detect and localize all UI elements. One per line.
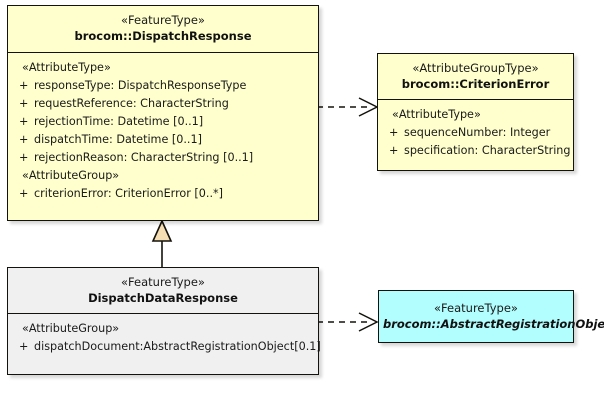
attribute-signature: specification: CharacterString xyxy=(404,144,571,157)
attribute-visibility: + xyxy=(19,79,29,92)
class-header-dispatch-response: «FeatureType» brocom::DispatchResponse xyxy=(8,6,318,52)
class-header-divider xyxy=(8,313,318,314)
attribute-row[interactable]: + rejectionTime: Datetime [0..1] xyxy=(12,113,314,131)
attribute-visibility: + xyxy=(389,144,399,157)
dependency-connector-criterion-error[interactable] xyxy=(315,95,385,119)
class-name: brocom::CriterionError xyxy=(401,77,550,91)
class-name: brocom::DispatchResponse xyxy=(74,29,252,43)
attribute-signature: responseType: DispatchResponseType xyxy=(34,79,247,92)
class-name: brocom::AbstractRegistrationObject xyxy=(383,317,604,331)
attribute-row[interactable]: + dispatchDocument:AbstractRegistrationO… xyxy=(12,338,321,356)
attribute-visibility: + xyxy=(19,133,29,146)
attribute-signature: sequenceNumber: Integer xyxy=(404,126,551,139)
generalization-connector[interactable] xyxy=(0,215,604,275)
class-header-divider xyxy=(378,99,573,100)
attribute-visibility: + xyxy=(19,340,29,353)
class-header-dispatch-data-response: «FeatureType» DispatchDataResponse xyxy=(8,268,318,313)
attribute-signature: rejectionReason: CharacterString [0..1] xyxy=(34,151,254,164)
attribute-signature: requestReference: CharacterString xyxy=(34,97,229,110)
class-header-abstract-registration-object: «FeatureType» brocom::AbstractRegistrati… xyxy=(379,291,604,342)
attribute-row[interactable]: + sequenceNumber: Integer xyxy=(382,124,569,142)
attribute-signature: dispatchTime: Datetime [0..1] xyxy=(34,133,202,146)
attribute-visibility: + xyxy=(19,115,29,128)
attribute-row[interactable]: + dispatchTime: Datetime [0..1] xyxy=(12,131,314,149)
attribute-row[interactable]: + rejectionReason: CharacterString [0..1… xyxy=(12,149,314,167)
attribute-row[interactable]: + requestReference: CharacterString xyxy=(12,95,314,113)
class-header-divider xyxy=(8,52,318,53)
class-stereotype: «AttributeGroupType» xyxy=(412,61,539,75)
attribute-signature: dispatchDocument:AbstractRegistrationObj… xyxy=(34,340,321,353)
attribute-visibility: + xyxy=(389,126,399,139)
class-stereotype: «FeatureType» xyxy=(434,301,518,315)
attribute-signature: rejectionTime: Datetime [0..1] xyxy=(34,115,204,128)
attribute-row[interactable]: + specification: CharacterString xyxy=(382,142,571,160)
class-box-dispatch-data-response[interactable]: «FeatureType» DispatchDataResponse «Attr… xyxy=(7,267,321,375)
attribute-row[interactable]: + criterionError: CriterionError [0..*] xyxy=(12,185,314,203)
attribute-group-label: «AttributeType» xyxy=(392,108,481,121)
dependency-connector-abstract-registration-object[interactable] xyxy=(315,310,385,334)
class-box-criterion-error[interactable]: «AttributeGroupType» brocom::CriterionEr… xyxy=(377,53,574,171)
class-attributes-dispatch-response: «AttributeType» + responseType: Dispatch… xyxy=(8,53,318,210)
class-header-criterion-error: «AttributeGroupType» brocom::CriterionEr… xyxy=(378,54,573,99)
class-attributes-criterion-error: «AttributeType» + sequenceNumber: Intege… xyxy=(378,100,573,167)
attribute-group-label: «AttributeType» xyxy=(22,61,111,74)
attribute-row[interactable]: + responseType: DispatchResponseType xyxy=(12,77,314,95)
class-stereotype: «FeatureType» xyxy=(121,275,205,289)
attribute-visibility: + xyxy=(19,151,29,164)
attribute-visibility: + xyxy=(19,97,29,110)
class-attributes-dispatch-data-response: «AttributeGroup» + dispatchDocument:Abst… xyxy=(8,314,321,363)
class-box-dispatch-response[interactable]: «FeatureType» brocom::DispatchResponse «… xyxy=(7,5,319,221)
class-name: DispatchDataResponse xyxy=(88,291,238,305)
class-stereotype: «FeatureType» xyxy=(121,13,205,27)
attribute-visibility: + xyxy=(19,187,29,200)
attribute-group-label: «AttributeGroup» xyxy=(22,169,120,182)
class-box-abstract-registration-object[interactable]: «FeatureType» brocom::AbstractRegistrati… xyxy=(378,290,604,343)
attribute-signature: criterionError: CriterionError [0..*] xyxy=(34,187,223,200)
attribute-group-label: «AttributeGroup» xyxy=(22,322,120,335)
